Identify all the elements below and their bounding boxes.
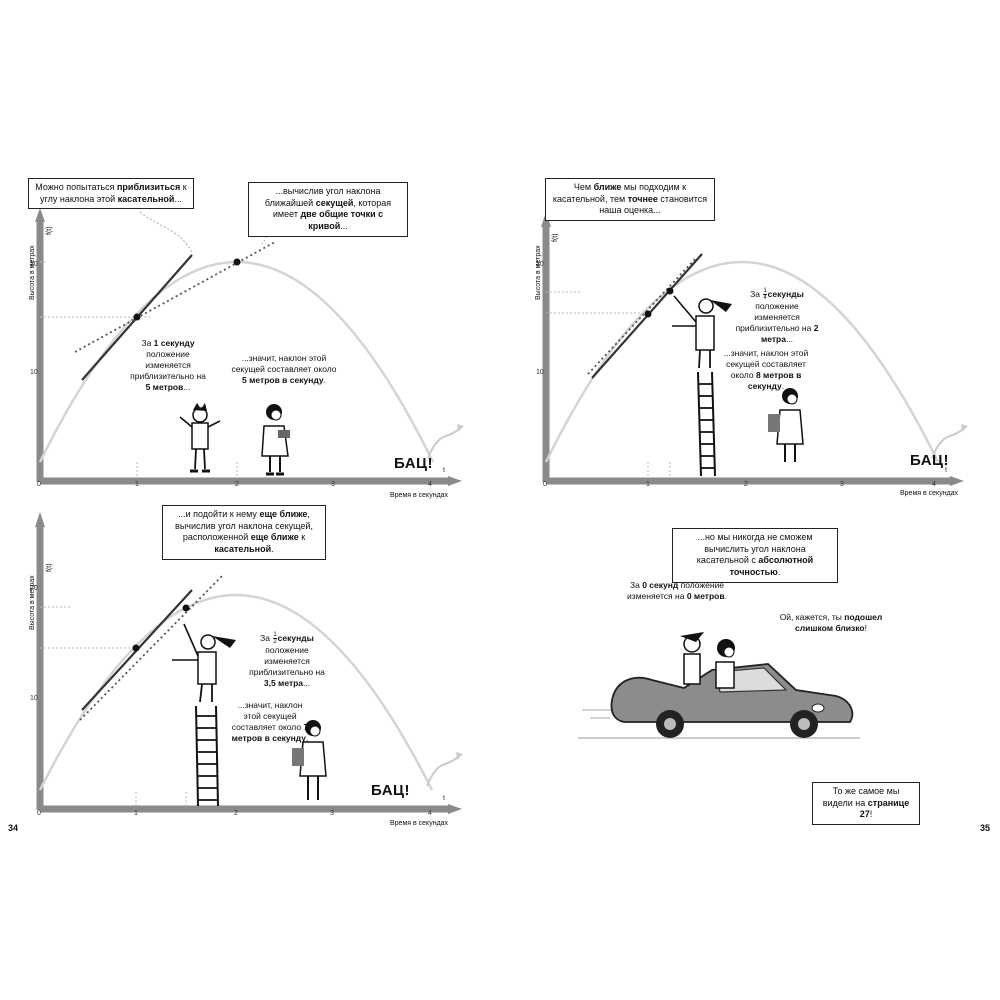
ladder — [195, 705, 219, 807]
driver-figure — [680, 632, 704, 685]
scientist-figure — [672, 295, 732, 369]
page-number: 35 — [980, 823, 991, 833]
x-tick-0: 0 — [543, 481, 547, 488]
x-axis-label: Время в секундах — [900, 490, 959, 497]
chart-1: 10 20 0 1 2 3 4 t — [30, 208, 464, 488]
speech-bubble: Чем ближе мы подходим к касательной, тем… — [545, 178, 715, 222]
secant-point — [666, 287, 674, 295]
speech-bubble: ...но мы никогда не сможем вычислить уго… — [672, 528, 838, 583]
bounce-arrow — [427, 427, 461, 459]
x-tick-1: 1 — [135, 481, 139, 488]
girl-figure — [715, 639, 735, 689]
secant-point — [182, 604, 190, 612]
note-text: За 1 секунду положение изменяется прибли… — [130, 338, 206, 393]
x-tick-4: 4 — [932, 481, 936, 488]
speech-bubble: ...и подойти к нему еще ближе, вычислив … — [162, 505, 326, 560]
chart-3: 10 20 0 1 2 3 4 t — [536, 212, 968, 488]
y-tick-20: 20 — [30, 261, 38, 268]
bang-label: БАЦ! — [394, 455, 433, 472]
note-text: Ой, кажется, ты подошел слишком близко! — [779, 612, 883, 634]
note-text: За 0 секунд положение изменяется на 0 ме… — [627, 580, 727, 602]
x-tick-1: 1 — [134, 810, 138, 817]
note-text: ...значит, наклон этой секущей составляе… — [231, 353, 337, 386]
y-tick-10: 10 — [30, 369, 38, 376]
chart-2: 10 20 0 1 2 3 4 t — [30, 512, 463, 817]
bang-label: БАЦ! — [910, 452, 949, 469]
x-tick-0: 0 — [37, 481, 41, 488]
t-label: t — [443, 795, 445, 802]
y-tick-10: 10 — [30, 695, 38, 702]
scientist-figure — [172, 623, 236, 703]
x-axis-arrow — [448, 804, 462, 814]
x-axis-arrow — [950, 476, 964, 486]
x-tick-3: 3 — [331, 481, 335, 488]
y-tick-10: 10 — [536, 369, 544, 376]
t-label: t — [945, 467, 947, 474]
girl-figure — [768, 388, 804, 462]
pointer-1 — [139, 211, 193, 253]
bounce-arrow — [931, 427, 965, 459]
bang-label: БАЦ! — [371, 782, 410, 799]
x-tick-2: 2 — [234, 810, 238, 817]
page-right: 10 20 0 1 2 3 4 t — [500, 0, 1000, 1000]
speed-lines — [578, 709, 860, 739]
car-scene — [578, 632, 860, 739]
note-text: ...значит, наклон этой секущей составляе… — [723, 348, 809, 392]
bounce-arrowhead — [456, 752, 463, 760]
page-left: 10 20 0 1 2 3 4 t Высота в метрах f(t) В… — [8, 178, 464, 833]
tangent-point — [132, 644, 140, 652]
height-curve — [544, 261, 940, 463]
x-tick-3: 3 — [840, 481, 844, 488]
x-axis-label: Время в секундах — [390, 820, 449, 827]
tangent-point — [644, 310, 652, 318]
speech-bubble: То же самое мы видели на странице 27! — [812, 782, 920, 826]
x-tick-2: 2 — [235, 481, 239, 488]
ladder — [697, 371, 716, 477]
y-tick-20: 20 — [30, 585, 38, 592]
ft-label: f(t) — [46, 563, 53, 572]
bounce-arrowhead — [457, 424, 464, 432]
x-tick-4: 4 — [428, 481, 432, 488]
secant-point — [233, 258, 241, 266]
x-tick-3: 3 — [330, 810, 334, 817]
note-text: ...значит, наклон этой секущей составляе… — [231, 700, 309, 744]
y-axis-arrow — [35, 208, 45, 222]
x-axis-label: Время в секундах — [390, 492, 449, 499]
x-tick-2: 2 — [744, 481, 748, 488]
y-axis-arrow — [35, 512, 45, 527]
bounce-arrow — [426, 755, 460, 787]
girl-figure — [261, 404, 290, 476]
girl-figure — [292, 720, 327, 800]
speech-bubble: Можно попытаться приблизиться к углу нак… — [28, 178, 194, 210]
bounce-arrowhead — [961, 424, 968, 432]
t-label: t — [443, 467, 445, 474]
x-axis-arrow — [448, 476, 462, 486]
y-axis-label: Высота в метрах — [29, 575, 36, 630]
secant-line — [587, 257, 697, 375]
secant-line — [79, 575, 223, 721]
scientist-figure — [179, 403, 221, 473]
x-tick-1: 1 — [646, 481, 650, 488]
speech-bubble: ...вычислив угол наклона ближайшей секущ… — [248, 182, 408, 237]
tangent-point — [133, 313, 141, 321]
page-number: 34 — [8, 823, 19, 833]
y-tick-20: 20 — [536, 261, 544, 268]
x-tick-0: 0 — [37, 810, 41, 817]
secant-line — [74, 241, 276, 353]
x-tick-4: 4 — [428, 810, 432, 817]
